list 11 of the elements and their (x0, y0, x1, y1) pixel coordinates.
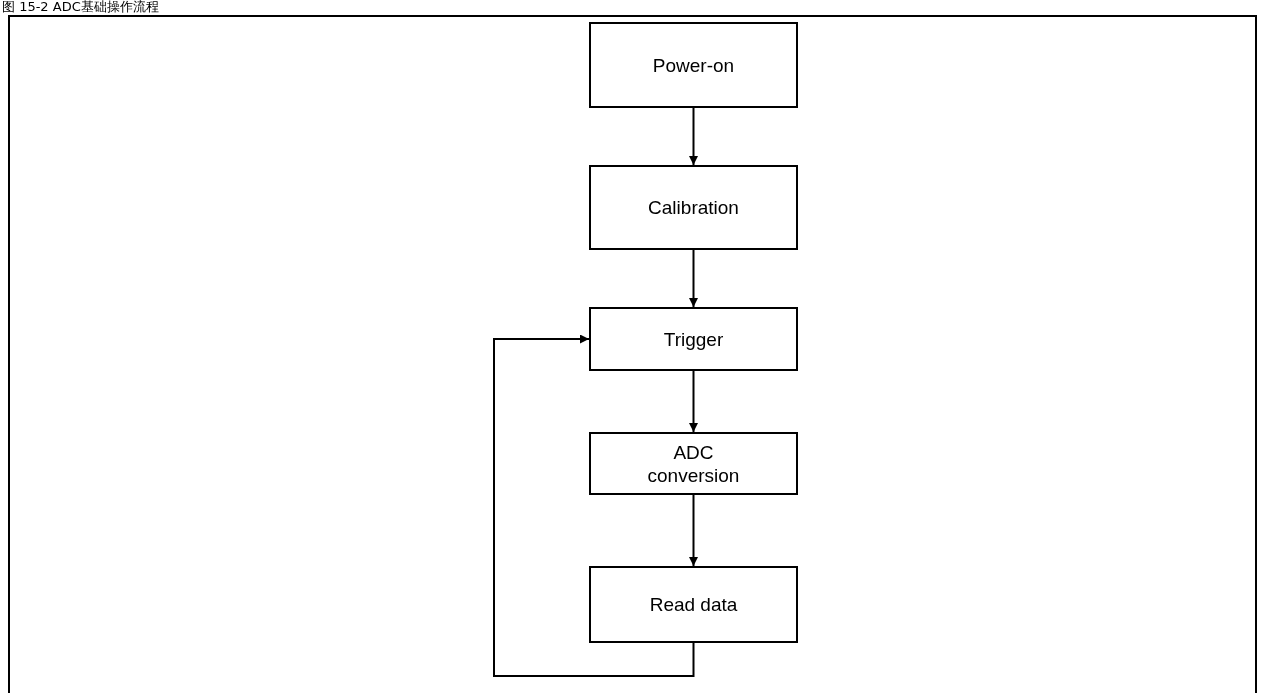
arrow (689, 494, 698, 567)
arrow (689, 370, 698, 433)
process-box: Read data (589, 566, 798, 643)
process-box: ADC conversion (589, 432, 798, 495)
process-box: Trigger (589, 307, 798, 371)
process-box: Power-on (589, 22, 798, 108)
arrow (689, 249, 698, 308)
figure-title: 图 15-2 ADC基础操作流程 (2, 0, 159, 14)
process-box: Calibration (589, 165, 798, 250)
arrow (689, 107, 698, 166)
arrow (493, 334, 695, 677)
